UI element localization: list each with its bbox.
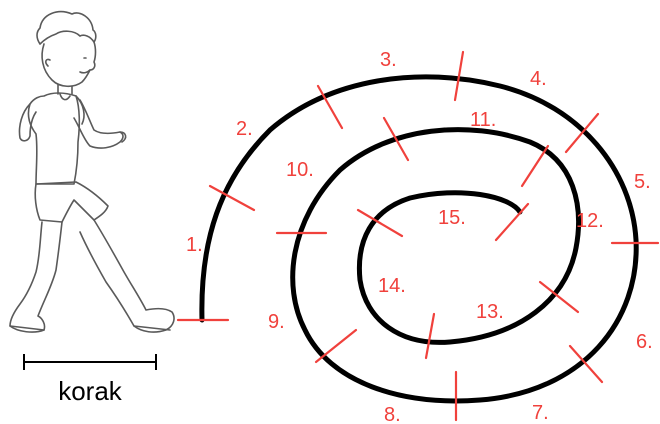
segment-label-5: 5.	[634, 171, 651, 193]
segment-label-9: 9.	[268, 311, 285, 333]
tick-10	[384, 118, 408, 160]
segment-numbers: 1. 2. 3. 4. 5. 6. 7. 8. 9. 10. 11. 12. 1…	[186, 49, 653, 424]
segment-label-2: 2.	[236, 118, 253, 140]
tick-15	[496, 204, 528, 240]
segment-label-8: 8.	[384, 404, 401, 424]
spiral-path	[202, 77, 636, 401]
tick-11	[522, 146, 548, 186]
segment-label-11: 11.	[470, 109, 496, 131]
scale-label: korak	[58, 376, 123, 406]
segment-label-3: 3.	[380, 49, 397, 71]
segment-label-12: 12.	[576, 210, 604, 232]
segment-label-6: 6.	[636, 331, 653, 353]
segment-ticks	[178, 52, 658, 420]
segment-label-15: 15.	[438, 207, 466, 229]
segment-label-13: 13.	[476, 301, 504, 323]
walking-boy-icon	[10, 12, 174, 332]
step-scale-bar	[24, 354, 156, 370]
tick-8	[316, 330, 356, 362]
segment-label-14: 14.	[378, 275, 406, 297]
segment-label-10: 10.	[286, 159, 314, 181]
segment-label-1: 1.	[186, 234, 203, 256]
segment-label-7: 7.	[532, 402, 549, 424]
tick-13	[426, 314, 434, 358]
segment-label-4: 4.	[530, 68, 547, 90]
